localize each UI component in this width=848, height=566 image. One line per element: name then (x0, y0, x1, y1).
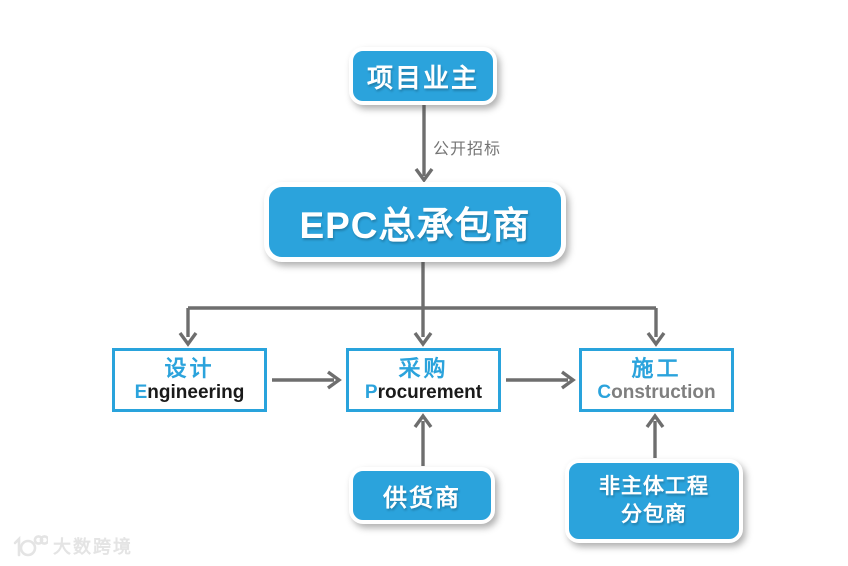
watermark-text: 大数跨境 (53, 537, 133, 557)
node-supplier: 供货商 (349, 467, 495, 524)
construction-label-en: Construction (597, 381, 716, 403)
construction-label-zh: 施工 (631, 356, 682, 382)
watermark: 大数跨境 (12, 533, 133, 559)
node-procurement: 采购 Procurement (346, 348, 501, 412)
node-engineering: 设计 Engineering (112, 348, 267, 412)
node-subcontractor: 非主体工程 分包商 (565, 459, 743, 543)
procurement-label-en: Procurement (364, 381, 483, 403)
subcontractor-label-line1: 非主体工程 (599, 474, 709, 498)
engineering-label-en: Engineering (134, 381, 245, 403)
node-construction: 施工 Construction (579, 348, 734, 412)
node-project-owner: 项目业主 (349, 47, 497, 105)
node-epc-contractor: EPC总承包商 (264, 182, 566, 262)
supplier-label: 供货商 (383, 485, 461, 512)
edge-label-public-bidding: 公开招标 (433, 141, 502, 158)
project-owner-label: 项目业主 (366, 62, 479, 93)
engineering-label-zh: 设计 (164, 356, 215, 382)
brand-logo-icon (13, 535, 48, 557)
subcontractor-label-line2: 分包商 (621, 503, 687, 526)
procurement-label-zh: 采购 (398, 356, 449, 382)
epc-contractor-label: EPC总承包商 (299, 205, 531, 246)
